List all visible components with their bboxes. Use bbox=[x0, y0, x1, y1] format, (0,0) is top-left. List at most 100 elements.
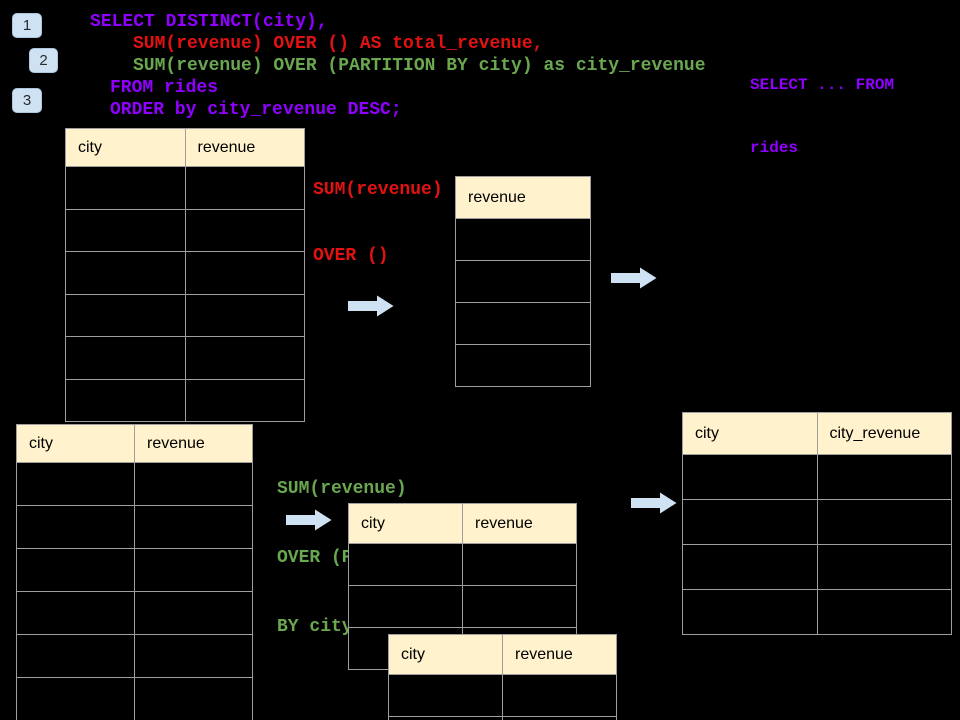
arrow-right-icon bbox=[348, 295, 394, 317]
table-cell-empty bbox=[16, 505, 135, 549]
table-body bbox=[16, 462, 253, 720]
table-partition-overlay: city revenue bbox=[388, 634, 617, 720]
table-row bbox=[16, 548, 253, 592]
table-cell-empty bbox=[816, 454, 952, 500]
table-cell-empty bbox=[16, 548, 135, 592]
table-source-top: city revenue bbox=[65, 128, 305, 422]
table-cell-empty bbox=[16, 462, 135, 506]
column-header-revenue: revenue bbox=[134, 424, 253, 463]
table-cell-empty bbox=[348, 585, 463, 628]
table-cell-empty bbox=[65, 208, 186, 252]
table-cell-empty bbox=[502, 674, 617, 717]
table-row bbox=[455, 218, 591, 261]
table-cell-empty bbox=[134, 591, 253, 635]
table-header-row: revenue bbox=[455, 176, 591, 219]
label-total-line-2: OVER () bbox=[313, 246, 389, 266]
table-source-bottom: city revenue bbox=[16, 424, 253, 720]
table-cell-empty bbox=[455, 302, 591, 345]
label-total-line-1: SUM(revenue) bbox=[313, 180, 443, 200]
table-row bbox=[388, 716, 617, 720]
table-cell-empty bbox=[65, 251, 186, 295]
table-row bbox=[455, 260, 591, 303]
table-row bbox=[682, 454, 952, 500]
table-row bbox=[682, 544, 952, 590]
table-body bbox=[455, 218, 591, 387]
table-row bbox=[455, 302, 591, 345]
table-header-row: city revenue bbox=[65, 128, 305, 167]
arrow-right-icon bbox=[631, 492, 677, 514]
table-header-row: city revenue bbox=[388, 634, 617, 675]
table-header-row: city revenue bbox=[348, 503, 577, 544]
table-cell-empty bbox=[184, 378, 305, 422]
column-header-city: city bbox=[348, 503, 463, 544]
column-header-revenue: revenue bbox=[502, 634, 617, 675]
table-row bbox=[348, 543, 577, 586]
table-row bbox=[65, 208, 305, 252]
table-cell-empty bbox=[682, 499, 818, 545]
table-cell-empty bbox=[816, 589, 952, 635]
table-cell-empty bbox=[462, 543, 577, 586]
table-cell-empty bbox=[134, 462, 253, 506]
sql-line-sum-total: SUM(revenue) OVER () AS total_revenue, bbox=[133, 34, 544, 54]
table-body bbox=[388, 674, 617, 720]
table-cell-empty bbox=[65, 166, 186, 210]
step-badge-2: 2 bbox=[29, 48, 58, 73]
table-cell-empty bbox=[462, 585, 577, 628]
table-cell-empty bbox=[682, 589, 818, 635]
column-header-city: city bbox=[388, 634, 503, 675]
table-row bbox=[65, 166, 305, 210]
table-cell-empty bbox=[816, 544, 952, 590]
table-final-result: city city_revenue bbox=[682, 412, 952, 635]
table-cell-empty bbox=[388, 716, 503, 720]
table-cell-empty bbox=[184, 293, 305, 337]
column-header-revenue: revenue bbox=[455, 176, 591, 219]
table-header-row: city city_revenue bbox=[682, 412, 952, 455]
label-total-revenue: SUM(revenue) OVER () bbox=[313, 135, 443, 311]
table-cell-empty bbox=[16, 677, 135, 720]
table-cell-empty bbox=[16, 634, 135, 678]
table-cell-empty bbox=[184, 251, 305, 295]
table-cell-empty bbox=[455, 218, 591, 261]
table-row bbox=[388, 674, 617, 717]
column-header-city-revenue: city_revenue bbox=[816, 412, 952, 455]
step-badge-1: 1 bbox=[12, 13, 42, 38]
table-row bbox=[65, 293, 305, 337]
side-snippet-line-1: SELECT ... FROM bbox=[750, 76, 895, 94]
table-cell-empty bbox=[388, 674, 503, 717]
table-row bbox=[65, 378, 305, 422]
table-cell-empty bbox=[134, 677, 253, 720]
side-snippet-line-2: rides bbox=[750, 139, 799, 157]
table-cell-empty bbox=[184, 336, 305, 380]
table-header-row: city revenue bbox=[16, 424, 253, 463]
table-cell-empty bbox=[65, 378, 186, 422]
table-body bbox=[682, 454, 952, 635]
table-row bbox=[65, 251, 305, 295]
table-row bbox=[682, 589, 952, 635]
table-body bbox=[65, 166, 305, 422]
arrow-right-icon bbox=[611, 267, 657, 289]
table-row bbox=[16, 505, 253, 549]
table-cell-empty bbox=[16, 591, 135, 635]
table-row bbox=[16, 677, 253, 720]
label-partition-line-1: SUM(revenue) bbox=[277, 479, 407, 499]
column-header-city: city bbox=[65, 128, 186, 167]
column-header-revenue: revenue bbox=[184, 128, 305, 167]
side-code-snippet: SELECT ... FROM rides bbox=[750, 33, 894, 201]
table-cell-empty bbox=[65, 293, 186, 337]
table-cell-empty bbox=[455, 344, 591, 387]
column-header-city: city bbox=[16, 424, 135, 463]
step-badge-3: 3 bbox=[12, 88, 42, 113]
table-row bbox=[16, 462, 253, 506]
sql-line-sum-partition: SUM(revenue) OVER (PARTITION BY city) as… bbox=[133, 56, 706, 76]
sql-line-order-by: ORDER by city_revenue DESC; bbox=[110, 100, 402, 120]
table-row bbox=[16, 591, 253, 635]
sql-line-from: FROM rides bbox=[110, 78, 219, 98]
column-header-city: city bbox=[682, 412, 818, 455]
table-revenue-only: revenue bbox=[455, 176, 591, 387]
sql-line-select: SELECT DISTINCT(city), bbox=[90, 12, 328, 32]
table-cell-empty bbox=[65, 336, 186, 380]
arrow-right-icon bbox=[286, 509, 332, 531]
table-cell-empty bbox=[134, 634, 253, 678]
table-row bbox=[682, 499, 952, 545]
